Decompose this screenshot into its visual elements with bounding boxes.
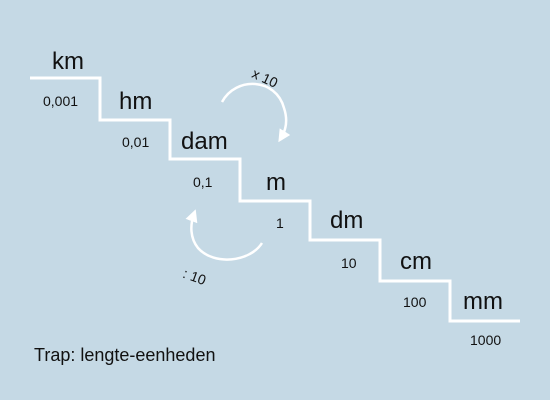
- divide-arrow: [185, 209, 264, 261]
- value-km: 0,001: [43, 93, 79, 109]
- value-dm: 10: [341, 255, 357, 271]
- unit-mm: mm: [463, 288, 503, 315]
- value-mm: 1000: [470, 332, 502, 348]
- unit-cm: cm: [400, 248, 432, 275]
- unit-dm: dm: [330, 207, 364, 234]
- unit-dam: dam: [181, 128, 228, 155]
- unit-m: m: [266, 169, 286, 196]
- value-hm: 0,01: [122, 134, 150, 150]
- unit-hm: hm: [119, 88, 153, 115]
- value-dam: 0,1: [193, 174, 213, 190]
- unit-km: km: [52, 48, 84, 75]
- diagram-caption: Trap: lengte-eenheden: [34, 345, 216, 365]
- value-m: 1: [276, 215, 284, 231]
- value-cm: 100: [403, 294, 427, 310]
- multiply-arrow: [220, 82, 291, 143]
- staircase-line: [30, 76, 520, 323]
